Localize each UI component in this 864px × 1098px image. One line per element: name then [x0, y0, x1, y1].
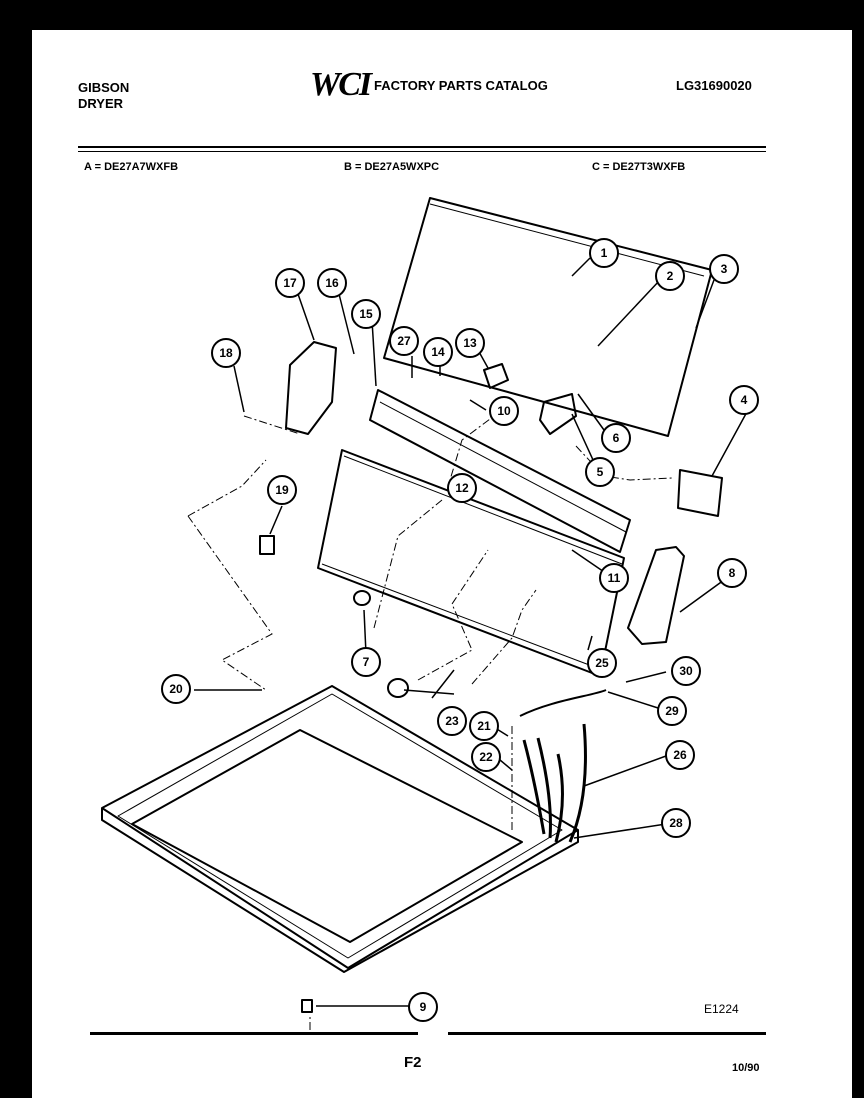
- callout-4: [729, 385, 759, 415]
- right-end-cap: [627, 546, 685, 645]
- callout-10-label: 10: [497, 404, 511, 418]
- callout-17: [275, 268, 305, 298]
- left-end-cap: [285, 341, 337, 435]
- callout-9-label: 9: [420, 1000, 427, 1014]
- catalog-sheet: GIBSON DRYER WCI FACTORY PARTS CATALOG L…: [32, 30, 852, 1098]
- callout-7: [351, 647, 381, 677]
- callout-29-label: 29: [665, 704, 679, 718]
- callout-23: [437, 706, 467, 736]
- footer-rule-right: [448, 1032, 766, 1035]
- callout-25: [587, 648, 617, 678]
- callout-18-label: 18: [219, 346, 233, 360]
- revision-date: 10/90: [732, 1062, 760, 1074]
- callout-28-label: 28: [669, 816, 683, 830]
- callout-18: [211, 338, 241, 368]
- callout-2-label: 2: [667, 269, 674, 283]
- callout-19-label: 19: [275, 483, 289, 497]
- product-type: DRYER: [78, 96, 124, 111]
- callout-20-label: 20: [169, 682, 183, 696]
- callout-19: [267, 475, 297, 505]
- knob-23: [387, 678, 409, 698]
- callout-30-label: 30: [679, 664, 693, 678]
- callout-26: [665, 740, 695, 770]
- model-b: B = DE27A5WXPC: [344, 161, 440, 173]
- catalog-title: FACTORY PARTS CATALOG: [374, 78, 548, 93]
- callout-21: [469, 711, 499, 741]
- callout-12-label: 12: [455, 481, 469, 495]
- callout-4-label: 4: [741, 393, 748, 407]
- callout-1: [589, 238, 619, 268]
- callout-25-label: 25: [595, 656, 609, 670]
- callout-12: [447, 473, 477, 503]
- callout-1-label: 1: [601, 246, 608, 260]
- callout-16-label: 16: [325, 276, 339, 290]
- wiring-harness: [522, 723, 587, 843]
- callout-7-label: 7: [363, 655, 370, 669]
- callout-13: [455, 328, 485, 358]
- catalog-code: LG31690020: [676, 78, 752, 93]
- callout-11-label: 11: [608, 571, 621, 585]
- callout-6: [601, 423, 631, 453]
- dryer-top: [101, 685, 579, 969]
- callout-14-label: 14: [431, 345, 445, 359]
- callout-22-label: 22: [479, 750, 493, 764]
- console-rail: [369, 389, 631, 553]
- callout-11: [599, 563, 629, 593]
- callout-27: [389, 326, 419, 356]
- callout-15-label: 15: [359, 307, 373, 321]
- drawing-code: E1224: [704, 1002, 739, 1016]
- callout-21-label: 21: [477, 719, 491, 733]
- exploded-parts-diagram: 1 2 3 4 5 6 7 8 9 10 11 12 13 14 15 16 1…: [101, 197, 759, 1030]
- footer-rule-left: [90, 1032, 418, 1035]
- back-panel: [383, 197, 713, 437]
- callout-16: [317, 268, 347, 298]
- callout-8-label: 8: [729, 566, 736, 580]
- wci-logo: WCI: [310, 66, 372, 103]
- callout-10: [489, 396, 519, 426]
- callout-30: [671, 656, 701, 686]
- timer: [677, 469, 723, 517]
- callout-28: [661, 808, 691, 838]
- callout-20: [161, 674, 191, 704]
- callout-14: [423, 337, 453, 367]
- callout-3-label: 3: [721, 262, 728, 276]
- callout-23-label: 23: [445, 714, 459, 728]
- callout-15: [351, 299, 381, 329]
- callout-3: [709, 254, 739, 284]
- header-rule-bottom: [78, 151, 766, 152]
- callout-2: [655, 261, 685, 291]
- callout-26-label: 26: [673, 748, 687, 762]
- callout-17-label: 17: [283, 276, 297, 290]
- callout-5: [585, 457, 615, 487]
- callout-9: [408, 992, 438, 1022]
- callout-6-label: 6: [613, 431, 620, 445]
- knob-7: [353, 590, 371, 606]
- model-c: C = DE27T3WXFB: [592, 161, 686, 173]
- figure-number: F2: [404, 1054, 422, 1071]
- push-switch: [483, 363, 509, 389]
- header-rule-top: [78, 146, 766, 148]
- callout-8: [717, 558, 747, 588]
- model-a: A = DE27A7WXFB: [84, 161, 179, 173]
- knob: [259, 535, 275, 555]
- callout-13-label: 13: [463, 336, 477, 350]
- callout-29: [657, 696, 687, 726]
- callout-27-label: 27: [397, 334, 411, 348]
- selector-switch: [539, 393, 577, 435]
- callout-5-label: 5: [597, 465, 604, 479]
- clip: [301, 999, 313, 1013]
- brand-name: GIBSON: [78, 80, 130, 95]
- callout-22: [471, 742, 501, 772]
